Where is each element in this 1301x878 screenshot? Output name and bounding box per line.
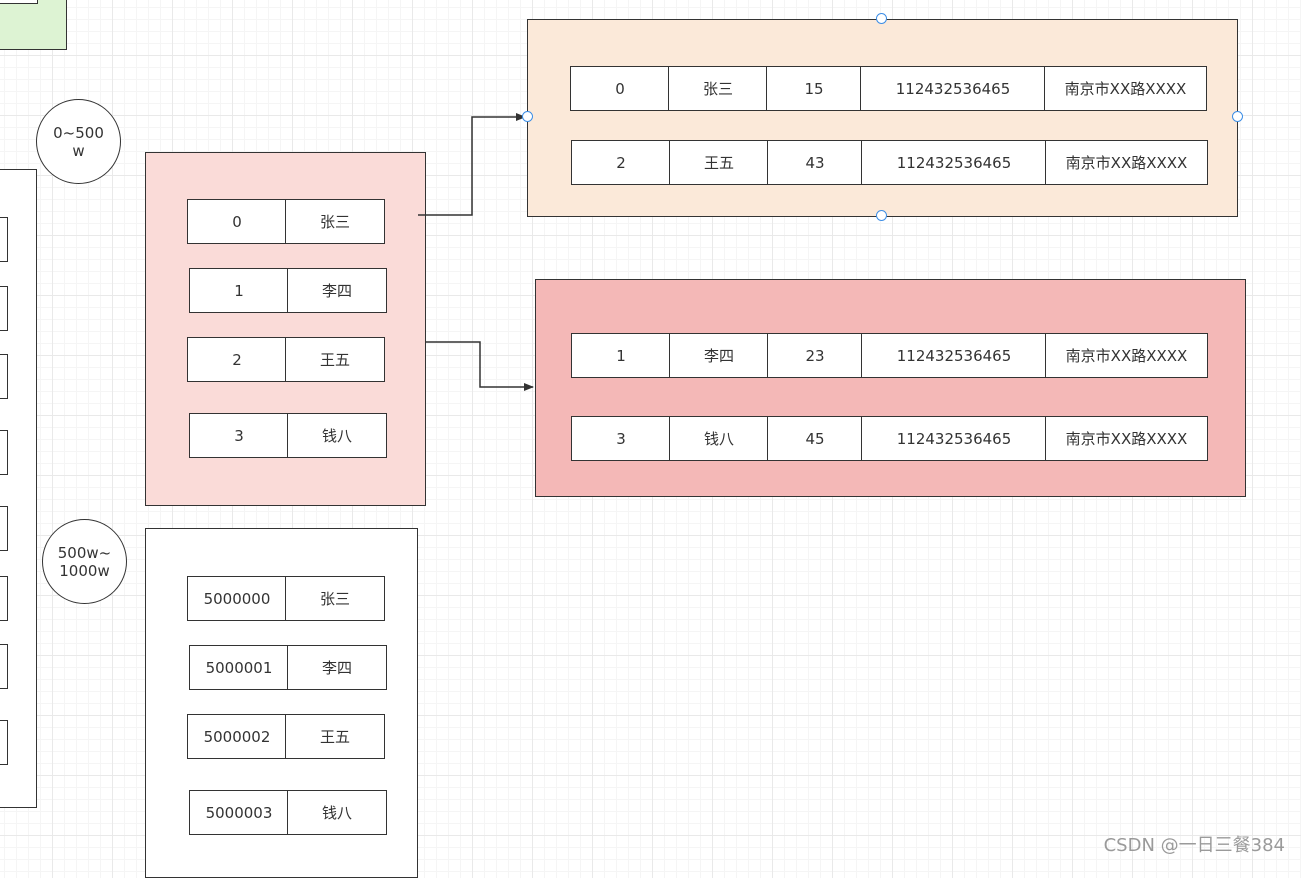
index-id-cell[interactable]: 2 <box>187 337 287 382</box>
row-id-cell[interactable]: 0 <box>570 66 670 111</box>
cell-text: 南京市XX路XXXX <box>1065 347 1188 365</box>
index-name-cell[interactable]: 钱八 <box>287 790 387 835</box>
row-address-cell[interactable]: 南京市XX路XXXX <box>1045 140 1208 185</box>
cell-text: 钱八 <box>321 427 352 445</box>
index-name-cell[interactable]: 王五 <box>285 337 385 382</box>
cell-text: 112432536465 <box>896 429 1012 448</box>
cell-text: 5000003 <box>205 803 273 822</box>
cell-text: 李四 <box>321 282 352 300</box>
row-age-cell[interactable]: 43 <box>767 140 863 185</box>
index-id-cell[interactable]: 5000003 <box>189 790 289 835</box>
cell-text: 2 <box>232 350 242 369</box>
row-age-cell[interactable]: 45 <box>767 416 863 461</box>
row-address-cell[interactable]: 南京市XX路XXXX <box>1045 333 1208 378</box>
left-cell[interactable] <box>0 430 8 475</box>
cell-text: 钱八 <box>703 430 734 448</box>
cell-text: 王五 <box>319 728 350 746</box>
cell-text: 李四 <box>321 659 352 677</box>
left-container[interactable] <box>0 169 37 808</box>
left-cell[interactable] <box>0 720 8 765</box>
cell-text: 3 <box>234 426 244 445</box>
cell-text: 1 <box>234 281 244 300</box>
cell-text: 23 <box>805 346 825 365</box>
left-cell[interactable] <box>0 354 8 399</box>
index-name-cell[interactable]: 李四 <box>287 645 387 690</box>
row-age-cell[interactable]: 23 <box>767 333 863 378</box>
cell-text: 李四 <box>703 347 734 365</box>
cell-text: 5000000 <box>203 589 271 608</box>
row-name-cell[interactable]: 王五 <box>669 140 769 185</box>
cell-text: 45 <box>805 429 825 448</box>
row-address-cell[interactable]: 南京市XX路XXXX <box>1044 66 1207 111</box>
connector-arrow-to-table-a[interactable] <box>418 113 526 216</box>
index-id-cell[interactable]: 0 <box>187 199 287 244</box>
green-shape-inner <box>0 0 38 4</box>
cell-text: 张三 <box>319 590 350 608</box>
row-phone-cell[interactable]: 112432536465 <box>861 416 1047 461</box>
cell-text: 112432536465 <box>896 153 1012 172</box>
left-cell[interactable] <box>0 217 8 262</box>
cell-text: 5000001 <box>205 658 273 677</box>
cell-text: 0 <box>615 79 625 98</box>
row-name-cell[interactable]: 张三 <box>668 66 768 111</box>
selection-handle-right[interactable] <box>1232 111 1243 122</box>
row-phone-cell[interactable]: 112432536465 <box>861 333 1047 378</box>
row-name-cell[interactable]: 钱八 <box>669 416 769 461</box>
cell-text: 112432536465 <box>895 79 1011 98</box>
row-address-cell[interactable]: 南京市XX路XXXX <box>1045 416 1208 461</box>
row-name-cell[interactable]: 李四 <box>669 333 769 378</box>
left-cell[interactable] <box>0 576 8 621</box>
cell-text: 2 <box>616 153 626 172</box>
cell-text: 43 <box>805 153 825 172</box>
selection-handle-bottom[interactable] <box>876 210 887 221</box>
index-id-cell[interactable]: 5000001 <box>189 645 289 690</box>
left-cell[interactable] <box>0 506 8 551</box>
cell-text: 张三 <box>702 80 733 98</box>
cell-text: 南京市XX路XXXX <box>1065 154 1188 172</box>
range-label: 500w~ 1000w <box>57 543 112 580</box>
row-phone-cell[interactable]: 112432536465 <box>861 140 1047 185</box>
range-circle-500w-1000w[interactable]: 500w~ 1000w <box>42 519 127 604</box>
index-name-cell[interactable]: 张三 <box>285 199 385 244</box>
connector-arrow-to-table-b[interactable] <box>426 341 534 391</box>
row-id-cell[interactable]: 2 <box>571 140 671 185</box>
watermark-text: CSDN @一日三餐384 <box>1103 835 1285 856</box>
row-phone-cell[interactable]: 112432536465 <box>860 66 1046 111</box>
cell-text: 5000002 <box>203 727 271 746</box>
green-shape[interactable] <box>0 0 67 50</box>
cell-text: 1 <box>616 346 626 365</box>
cell-text: 王五 <box>703 154 734 172</box>
cell-text: 3 <box>616 429 626 448</box>
cell-text: 南京市XX路XXXX <box>1064 80 1187 98</box>
left-cell[interactable] <box>0 286 8 331</box>
selection-handle-left[interactable] <box>522 111 533 122</box>
range-circle-0-500w[interactable]: 0~500 w <box>36 99 121 184</box>
cell-text: 张三 <box>319 213 350 231</box>
index-name-cell[interactable]: 王五 <box>285 714 385 759</box>
cell-text: 钱八 <box>321 804 352 822</box>
cell-text: 15 <box>804 79 824 98</box>
index-id-cell[interactable]: 1 <box>189 268 289 313</box>
index-name-cell[interactable]: 钱八 <box>287 413 387 458</box>
index-name-cell[interactable]: 李四 <box>287 268 387 313</box>
selection-handle-top[interactable] <box>876 13 887 24</box>
cell-text: 112432536465 <box>896 346 1012 365</box>
row-id-cell[interactable]: 3 <box>571 416 671 461</box>
cell-text: 南京市XX路XXXX <box>1065 430 1188 448</box>
range-label: 0~500 w <box>53 123 104 160</box>
index-name-cell[interactable]: 张三 <box>285 576 385 621</box>
index-id-cell[interactable]: 5000000 <box>187 576 287 621</box>
cell-text: 王五 <box>319 351 350 369</box>
index-id-cell[interactable]: 5000002 <box>187 714 287 759</box>
left-cell[interactable] <box>0 644 8 689</box>
cell-text: 0 <box>232 212 242 231</box>
row-id-cell[interactable]: 1 <box>571 333 671 378</box>
